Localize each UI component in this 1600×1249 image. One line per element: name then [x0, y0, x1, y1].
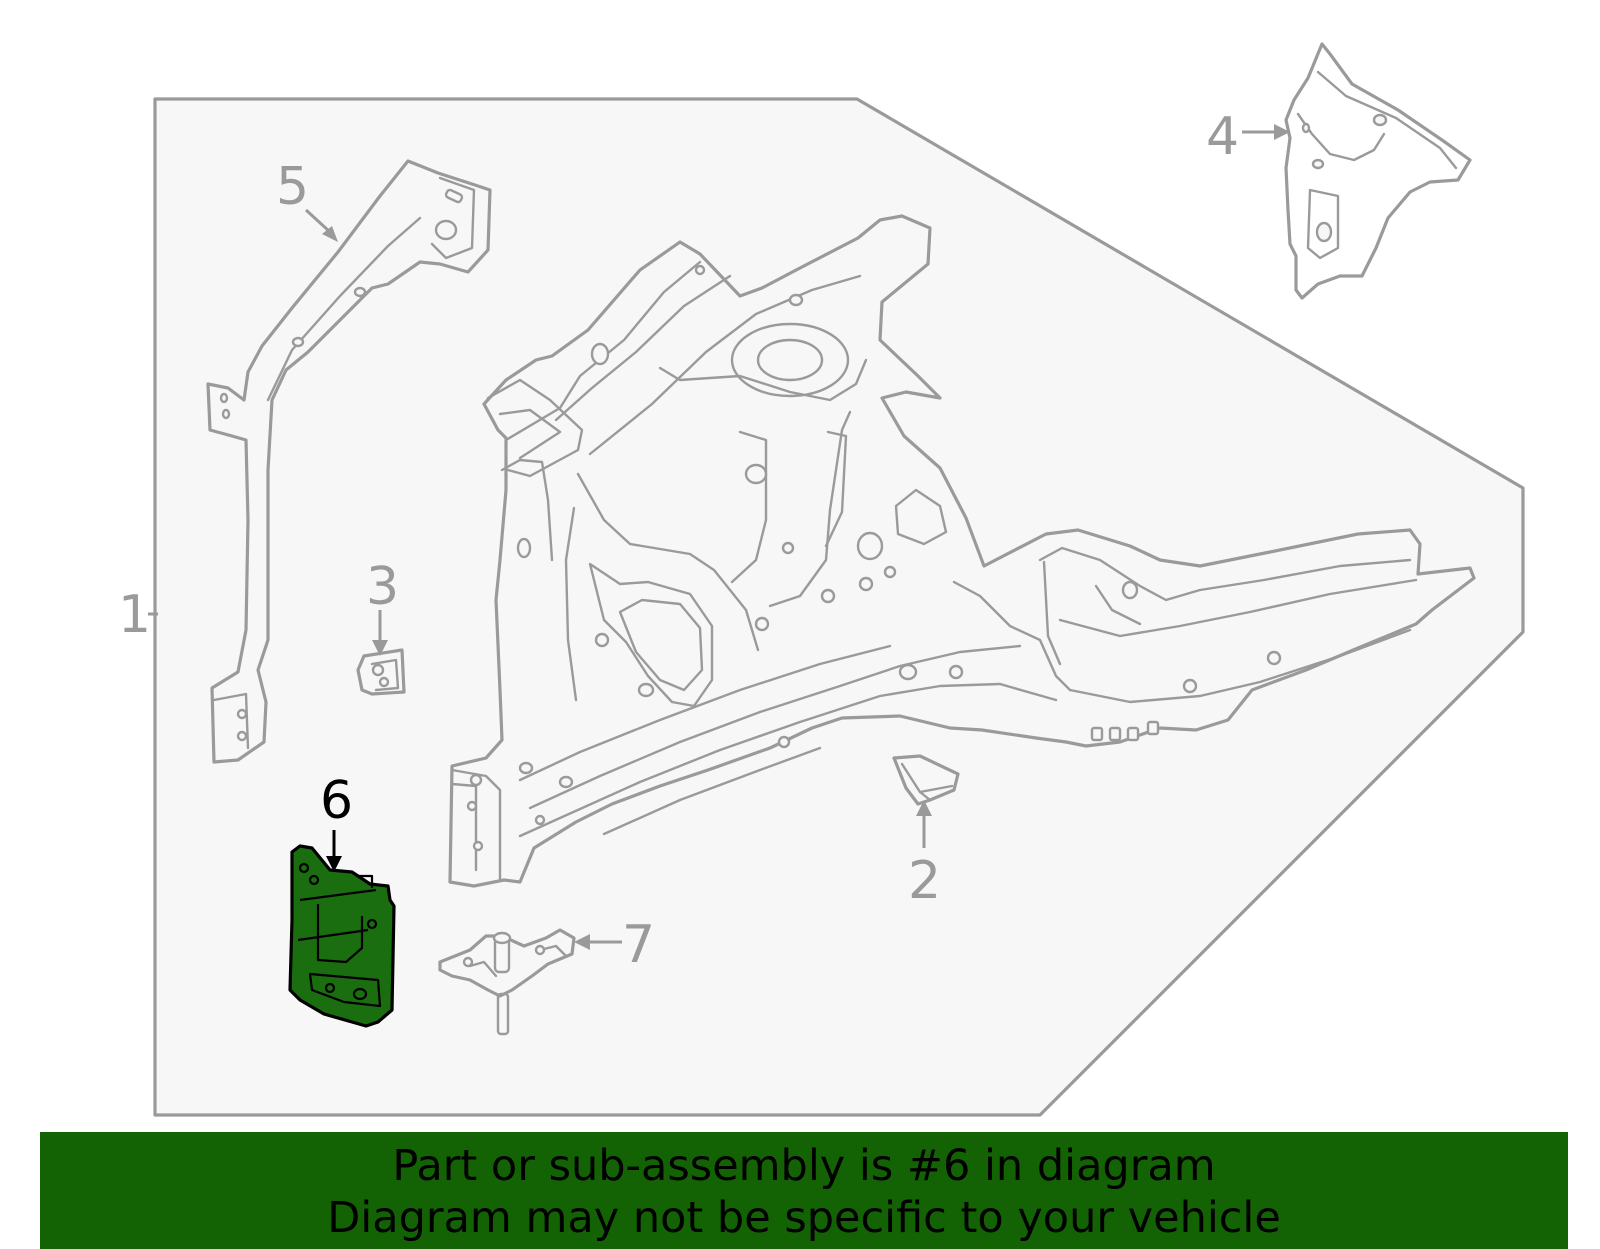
- leader-5-arrow: [322, 226, 338, 242]
- callout-3[interactable]: 3: [366, 557, 399, 617]
- callout-5[interactable]: 5: [276, 157, 309, 217]
- parts-diagram: 1 2 3 4 5 6 7: [118, 42, 1525, 1117]
- callout-7[interactable]: 7: [622, 915, 655, 975]
- callout-6[interactable]: 6: [320, 771, 353, 831]
- part-7-stud-bracket[interactable]: [438, 928, 576, 1036]
- leader-7-arrow: [574, 934, 590, 950]
- leader-2-arrow: [916, 800, 932, 816]
- banner-line-2: Diagram may not be specific to your vehi…: [327, 1193, 1281, 1243]
- part-3-bracket[interactable]: [356, 648, 406, 696]
- part-6-highlighted-reinforcement[interactable]: [288, 844, 396, 1028]
- leader-5: [304, 208, 332, 234]
- leader-3-arrow: [372, 640, 388, 656]
- info-banner: Part or sub-assembly is #6 in diagram Di…: [40, 1132, 1568, 1249]
- leader-6-arrow: [326, 856, 342, 872]
- callout-4[interactable]: 4: [1206, 107, 1239, 167]
- callout-2[interactable]: 2: [908, 851, 941, 911]
- callout-1[interactable]: 1: [118, 585, 151, 645]
- part-main-front-structure[interactable]: [448, 214, 1476, 888]
- part-4-wheelhouse-panel[interactable]: [1284, 42, 1472, 300]
- part-2-gusset[interactable]: [892, 754, 960, 806]
- part-5-pillar-reinforcement[interactable]: [206, 159, 492, 764]
- leader-4-arrow: [1274, 124, 1290, 140]
- banner-line-1: Part or sub-assembly is #6 in diagram: [392, 1141, 1216, 1191]
